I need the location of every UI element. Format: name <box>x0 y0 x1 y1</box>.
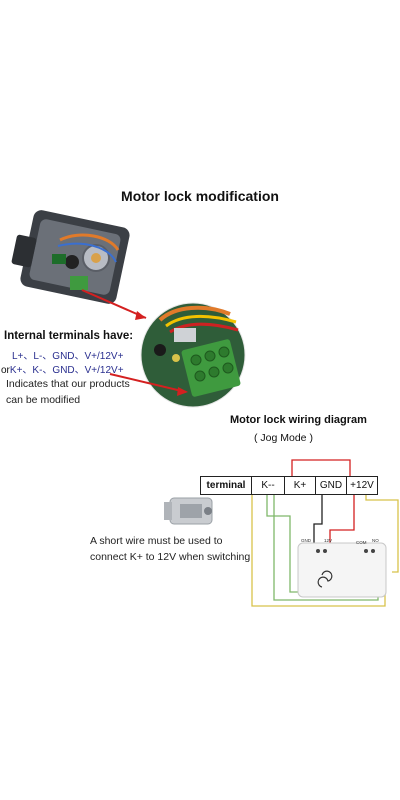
terminal-cell-kplus: K+ <box>284 477 315 494</box>
page-title: Motor lock modification <box>121 188 279 204</box>
wiring-diagram-subtitle: ( Jog Mode ) <box>254 432 313 444</box>
short-wire-note: A short wire must be used to connect K+ … <box>90 533 250 565</box>
or-label: or <box>1 365 10 376</box>
module-label-no: NO <box>372 538 379 543</box>
terminal-set-2: K+、K-、GND、V+/12V+ <box>9 365 124 376</box>
short-wire-note-line2: connect K+ to 12V when switching <box>90 551 251 563</box>
modify-note: Indicates that our products can be modif… <box>6 376 130 408</box>
module-label-com: COM <box>356 540 367 545</box>
terminal-cell-label: terminal <box>206 480 246 491</box>
terminal-cell-gnd: GND <box>315 477 346 494</box>
terminal-cell-kminus: K-- <box>251 477 284 494</box>
short-wire-note-line1: A short wire must be used to <box>90 535 223 547</box>
terminal-strip: terminal K-- K+ GND +12V <box>200 476 378 495</box>
internal-terminals-heading: Internal terminals have: <box>4 330 134 342</box>
motor-lock-board-image <box>11 210 130 304</box>
terminal-cell-12v: +12V <box>346 477 377 494</box>
relay-module <box>297 542 387 598</box>
module-label-gnd: GND <box>301 538 311 543</box>
modify-note-line1: Indicates that our products <box>6 378 130 390</box>
module-label-12v: 12V <box>324 538 333 543</box>
wiring-diagram-title: Motor lock wiring diagram <box>230 414 367 426</box>
pointer-arrows <box>81 289 188 396</box>
modify-note-line2: can be modified <box>6 394 81 406</box>
terminal-closeup-image <box>140 302 246 408</box>
terminal-set-1: L+、L-、GND、V+/12V+ <box>12 351 124 362</box>
terminal-set-2-row: orK+、K-、GND、V+/12V+ <box>1 361 124 376</box>
electric-lock-image <box>164 497 213 525</box>
